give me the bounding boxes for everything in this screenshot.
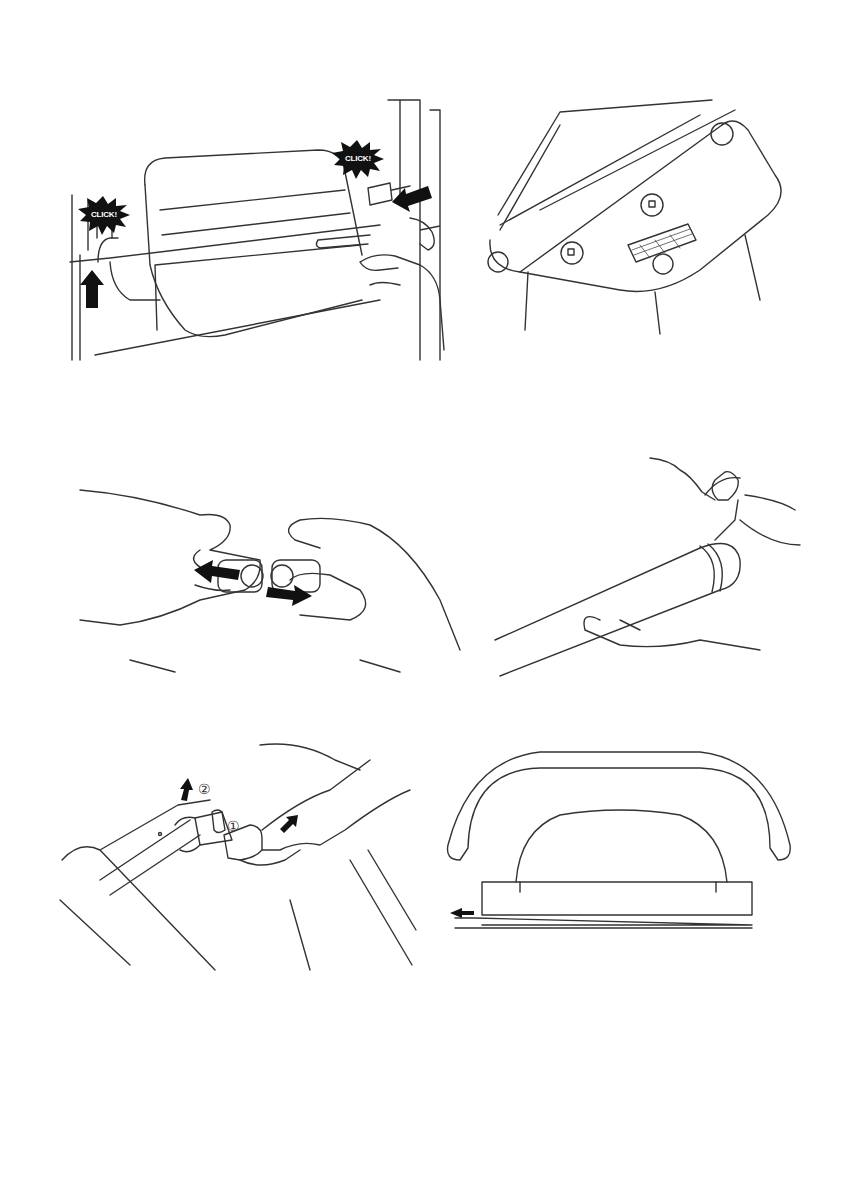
seat-underside-figure xyxy=(488,100,781,334)
tube-fastening-figure xyxy=(495,458,800,676)
canopy-front-figure xyxy=(448,752,791,928)
pull-arrow xyxy=(194,560,240,583)
step-number: ① xyxy=(227,819,240,833)
step-number: ② xyxy=(198,782,211,796)
push-arrow xyxy=(80,270,104,308)
clip-release-figure xyxy=(60,744,416,970)
click-text: CLICK! xyxy=(345,155,371,163)
click-text: CLICK! xyxy=(91,211,117,219)
buckle-hands-figure xyxy=(80,490,460,672)
click-burst xyxy=(78,196,130,235)
push-arrow xyxy=(392,186,432,212)
pull-arrow xyxy=(266,585,312,606)
press-arrow xyxy=(280,815,298,833)
click-burst xyxy=(332,140,384,179)
lift-arrow xyxy=(180,778,193,801)
slide-arrow xyxy=(450,908,474,918)
basket-frame-figure xyxy=(70,100,444,360)
